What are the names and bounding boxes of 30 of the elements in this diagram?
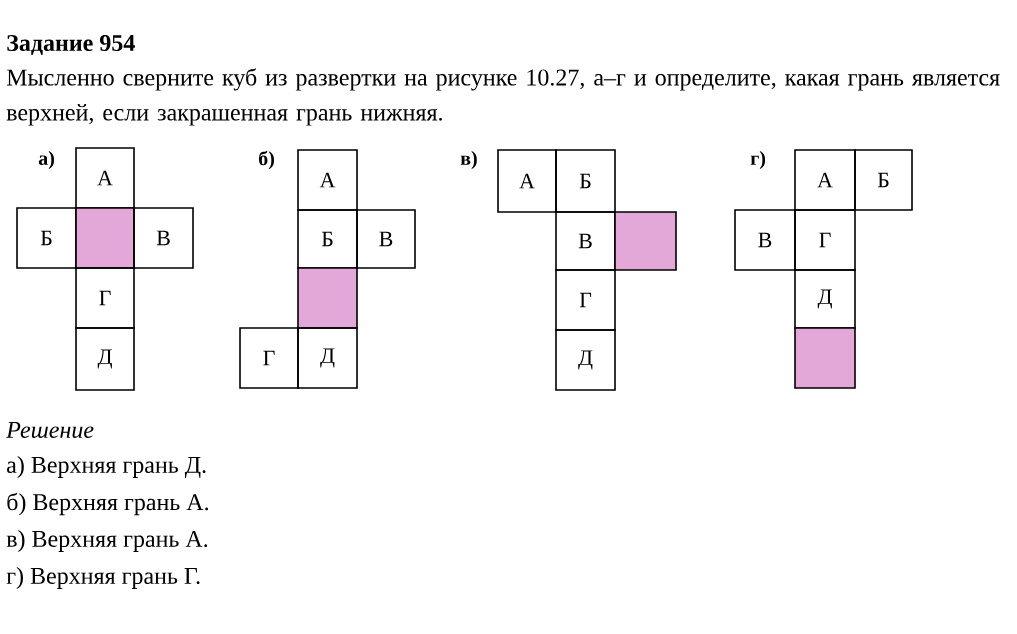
shaded-face	[614, 211, 677, 271]
face-square: Г	[239, 327, 299, 389]
task-text: Мысленно сверните куб из развертки на рисунке 10.27, а–г и определите, какая грань является верхней, если закрашенная грань нижняя.	[6, 68, 1000, 126]
face-square: Д	[555, 329, 616, 391]
face-square: А	[497, 149, 557, 213]
answer-text: б) Верхняя грань А.	[7, 492, 209, 516]
net-label: а)	[38, 150, 54, 170]
face-square: Б	[555, 149, 616, 213]
face-square: Г	[555, 269, 616, 331]
face-square: Д	[75, 327, 135, 391]
face-square: В	[356, 209, 416, 269]
solution-heading: Решение	[6, 422, 94, 438]
face-square: В	[734, 209, 796, 271]
face-square: Б	[854, 149, 913, 211]
answer-text: в) Верхняя грань А.	[6, 530, 208, 552]
shaded-face	[297, 267, 358, 329]
net-label: в)	[460, 150, 477, 170]
shaded-face	[794, 327, 856, 389]
face-square: Д	[297, 327, 358, 389]
answer-text: а) Верхняя грань Д.	[7, 456, 206, 478]
net-label: г)	[750, 150, 766, 170]
face-square: А	[794, 149, 856, 211]
face-square: Г	[75, 267, 135, 329]
shaded-face	[75, 207, 135, 269]
net-label: б)	[259, 150, 274, 170]
answer-text: г) Верхняя грань Г.	[6, 567, 200, 589]
face-square: В	[133, 207, 194, 269]
face-square: А	[297, 149, 358, 211]
heading: Задание 954	[7, 34, 135, 56]
face-square: Г	[794, 209, 856, 271]
